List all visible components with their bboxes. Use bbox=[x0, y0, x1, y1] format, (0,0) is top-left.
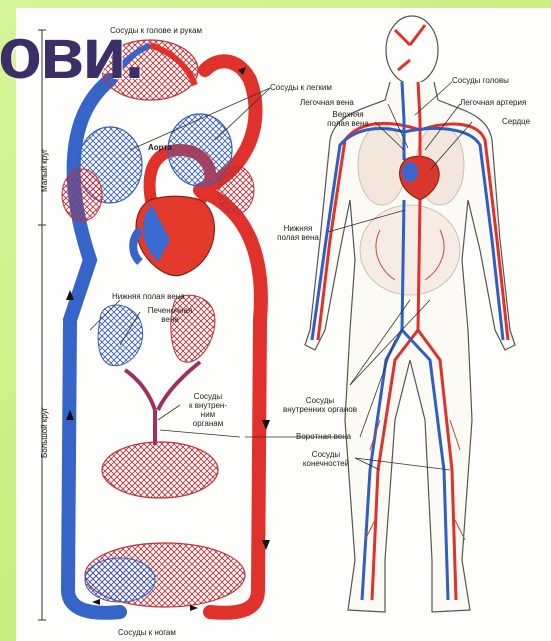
label-svc-line1: Верхняя bbox=[318, 110, 378, 119]
label-head-vessels: Сосуды головы bbox=[452, 76, 509, 85]
label-limb-vessels-line1: Сосуды bbox=[296, 450, 356, 459]
label-svc-line2: полая вена bbox=[318, 119, 378, 128]
label-internal-organs-r-line1: Сосуды bbox=[274, 396, 366, 405]
label-right-ivc-line2: полая вена bbox=[268, 233, 328, 242]
circle-bracket bbox=[38, 30, 46, 620]
label-limb-vessels-line2: конечностей bbox=[296, 459, 356, 468]
label-aorta: Аорта bbox=[148, 143, 172, 152]
label-pulmonary-artery: Легочная артерия bbox=[460, 98, 526, 107]
label-right-ivc: Нижняя полая вена bbox=[268, 224, 328, 242]
label-leg-vessels: Сосуды к ногам bbox=[118, 628, 176, 637]
slide-title-fragment: ови. bbox=[0, 18, 143, 90]
label-internal-organs-line4: органам bbox=[178, 419, 238, 428]
label-limb-vessels: Сосуды конечностей bbox=[296, 450, 356, 468]
label-hepatic-vein: Печеночная вена bbox=[140, 306, 200, 324]
label-large-circle: Большой круг bbox=[40, 407, 49, 458]
label-lung-vessels: Сосуды к легким bbox=[270, 83, 332, 92]
label-internal-organs-vessels: Сосуды к внутрен- ним органам bbox=[178, 392, 238, 428]
label-internal-organs-line1: Сосуды bbox=[178, 392, 238, 401]
schematic-heart bbox=[133, 196, 214, 275]
label-small-circle: Малый круг bbox=[40, 149, 49, 192]
label-superior-vena-cava: Верхняя полая вена bbox=[318, 110, 378, 128]
legs-capillary-bed bbox=[85, 543, 245, 607]
left-schematic bbox=[38, 30, 270, 620]
label-internal-organs-r-line2: внутренних органов bbox=[274, 405, 366, 414]
label-internal-organs-line3: ним bbox=[178, 410, 238, 419]
label-right-ivc-line1: Нижняя bbox=[268, 224, 328, 233]
label-hepatic-vein-line2: вена bbox=[140, 315, 200, 324]
label-inferior-vena-cava: Нижняя полая вена bbox=[112, 292, 185, 301]
label-heart: Сердце bbox=[502, 117, 530, 126]
label-hepatic-vein-line1: Печеночная bbox=[140, 306, 200, 315]
label-internal-organs-line2: к внутрен- bbox=[178, 401, 238, 410]
label-portal-vein: Воротная вена bbox=[296, 432, 351, 441]
label-pulmonary-vein: Легочная вена bbox=[300, 98, 354, 107]
label-internal-organs: Сосуды внутренних органов bbox=[274, 396, 366, 414]
